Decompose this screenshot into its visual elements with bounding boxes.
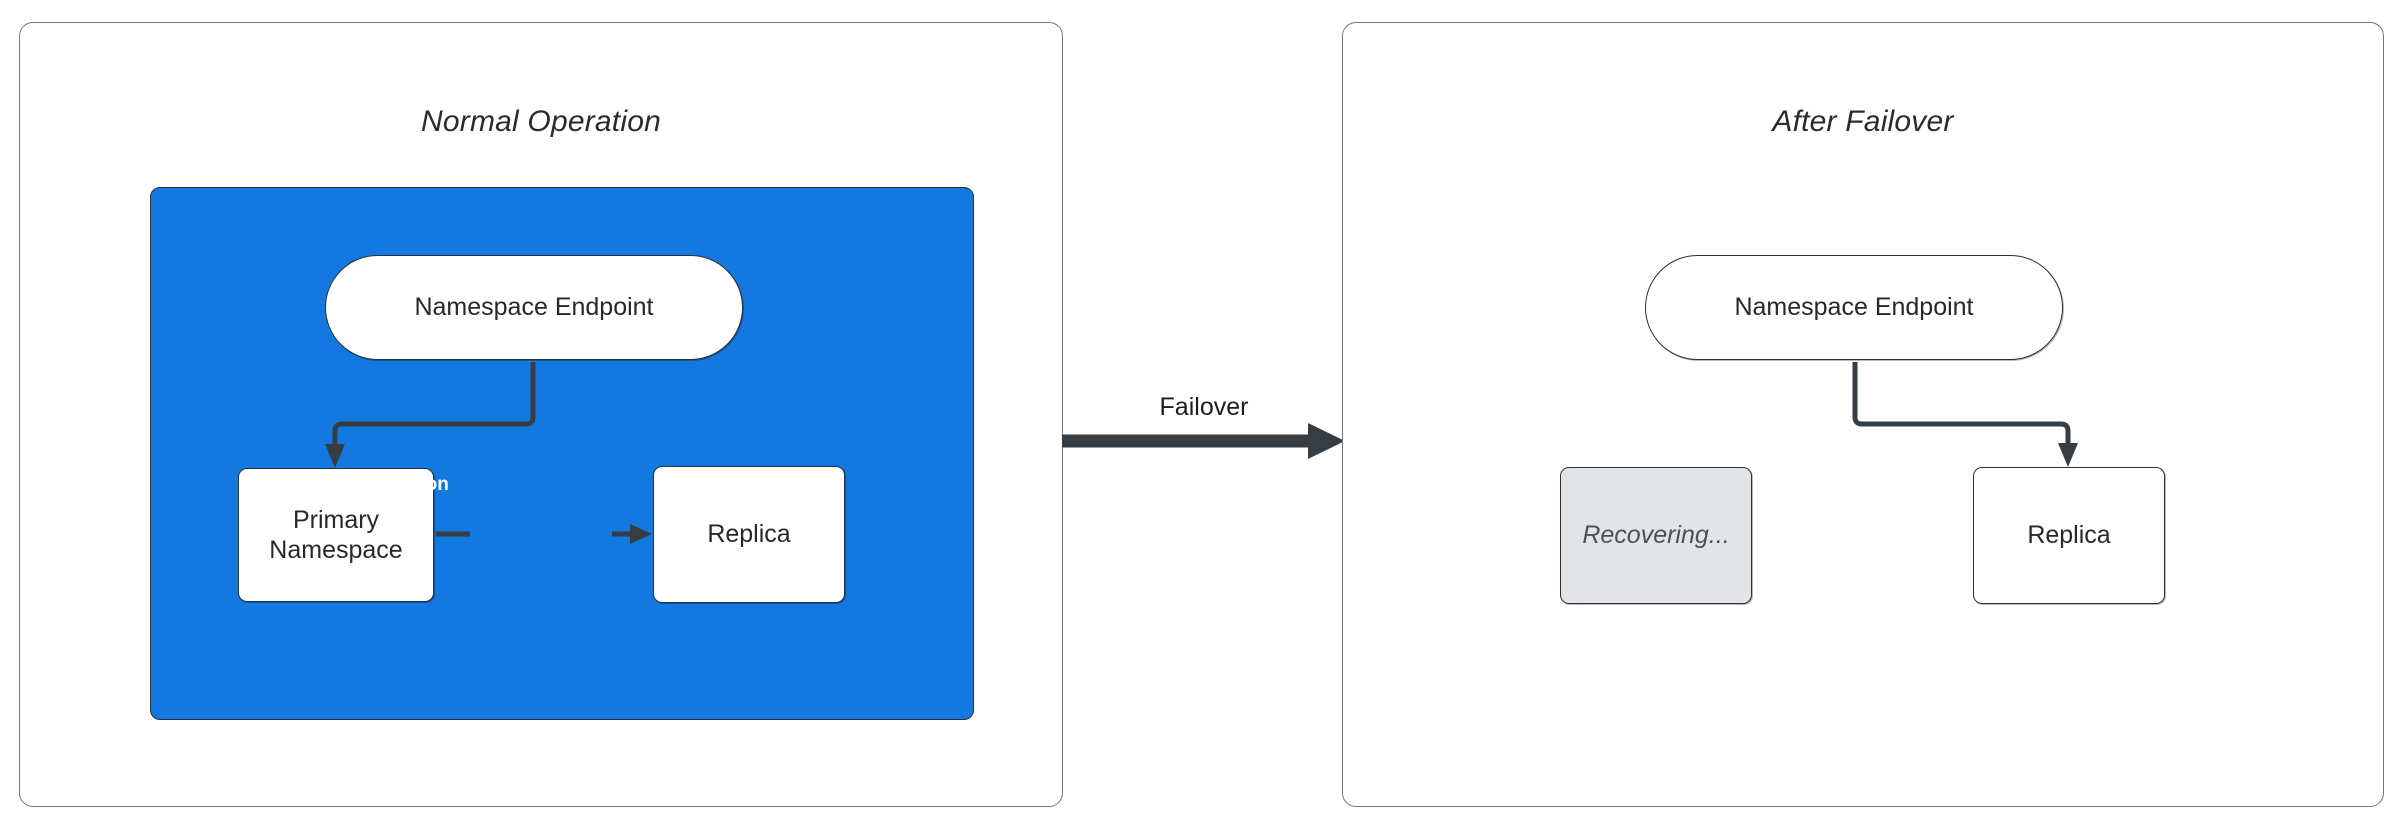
panel-title-normal-operation: Normal Operation	[421, 105, 661, 138]
panel-normal-operation: Normal Operation	[19, 22, 1063, 807]
panel-title-after-failover: After Failover	[1772, 105, 1954, 138]
failover-arrow-head	[1308, 423, 1345, 459]
node-namespace-endpoint-failover[interactable]: Namespace Endpoint	[1645, 255, 2063, 360]
node-label: Replica	[707, 520, 791, 549]
node-label: Recovering...	[1582, 521, 1730, 550]
node-label-wrapper: Primary Namespace	[269, 505, 402, 566]
node-label: Namespace Endpoint	[1734, 293, 1974, 322]
node-label: Replica	[2027, 521, 2111, 550]
node-replica-normal[interactable]: Replica	[653, 466, 845, 603]
panel-after-failover: After Failover	[1342, 22, 2384, 807]
node-label-line2: Namespace	[269, 536, 403, 564]
node-label-line1: Primary	[292, 505, 380, 534]
node-primary-namespace[interactable]: Primary Namespace	[238, 468, 434, 602]
node-label: Namespace Endpoint	[414, 293, 654, 322]
node-namespace-endpoint-normal[interactable]: Namespace Endpoint	[325, 255, 743, 360]
node-replica-failover[interactable]: Replica	[1973, 467, 2165, 604]
transition-label-failover: Failover	[1159, 393, 1249, 421]
node-recovering[interactable]: Recovering...	[1560, 467, 1752, 604]
edge-label-data-replication: Data Replication	[300, 474, 449, 495]
